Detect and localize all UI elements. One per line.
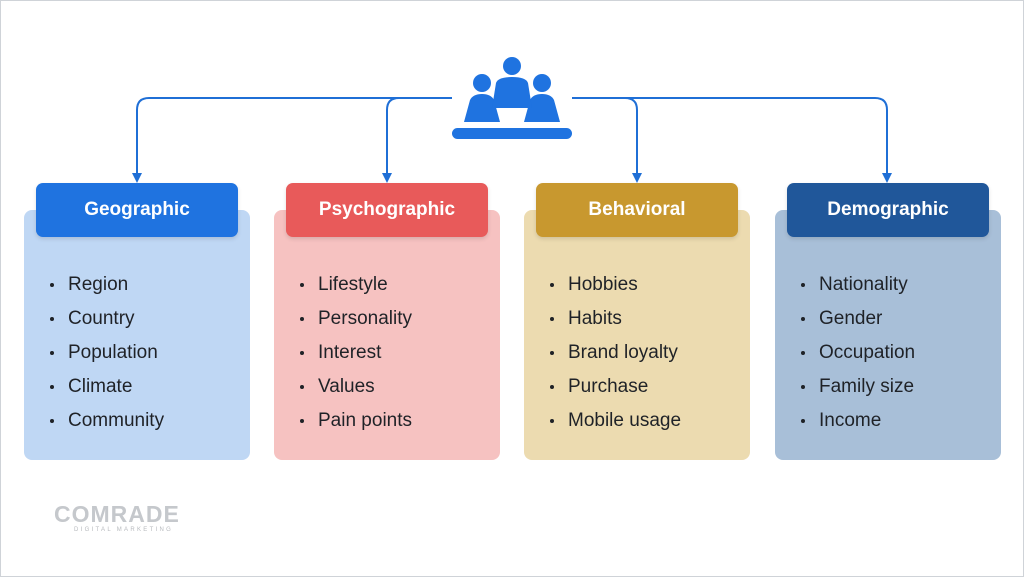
arrowhead-demographic (882, 173, 892, 183)
list-item: Pain points (298, 404, 412, 438)
arrowhead-geographic (132, 173, 142, 183)
list-item: Purchase (548, 370, 681, 404)
list-item: Country (48, 302, 164, 336)
logo-wordmark: COMRADE (54, 501, 180, 527)
list-item: Population (48, 336, 164, 370)
header-demographic: Demographic (787, 183, 989, 237)
header-behavioral: Behavioral (536, 183, 738, 237)
connector-psychographic (386, 97, 452, 175)
header-psychographic: Psychographic (286, 183, 488, 237)
list-item: Mobile usage (548, 404, 681, 438)
arrowhead-behavioral (632, 173, 642, 183)
list-item: Community (48, 404, 164, 438)
connector-demographic (572, 97, 888, 175)
list-item: Hobbies (548, 268, 681, 302)
list-item: Lifestyle (298, 268, 412, 302)
list-item: Gender (799, 302, 915, 336)
list-item: Region (48, 268, 164, 302)
arrowhead-psychographic (382, 173, 392, 183)
list-item: Climate (48, 370, 164, 404)
list-item: Nationality (799, 268, 915, 302)
people-group-icon (452, 57, 572, 139)
list-item: Family size (799, 370, 915, 404)
list-item: Personality (298, 302, 412, 336)
list-item: Income (799, 404, 915, 438)
list-item: Habits (548, 302, 681, 336)
comrade-logo: COMRADE DIGITAL MARKETING (54, 502, 194, 533)
list-item: Values (298, 370, 412, 404)
connector-geographic (136, 97, 452, 175)
header-geographic: Geographic (36, 183, 238, 237)
list-item: Occupation (799, 336, 915, 370)
list-item: Interest (298, 336, 412, 370)
connector-behavioral (572, 97, 638, 175)
list-item: Brand loyalty (548, 336, 681, 370)
logo-tagline: DIGITAL MARKETING (74, 527, 174, 533)
